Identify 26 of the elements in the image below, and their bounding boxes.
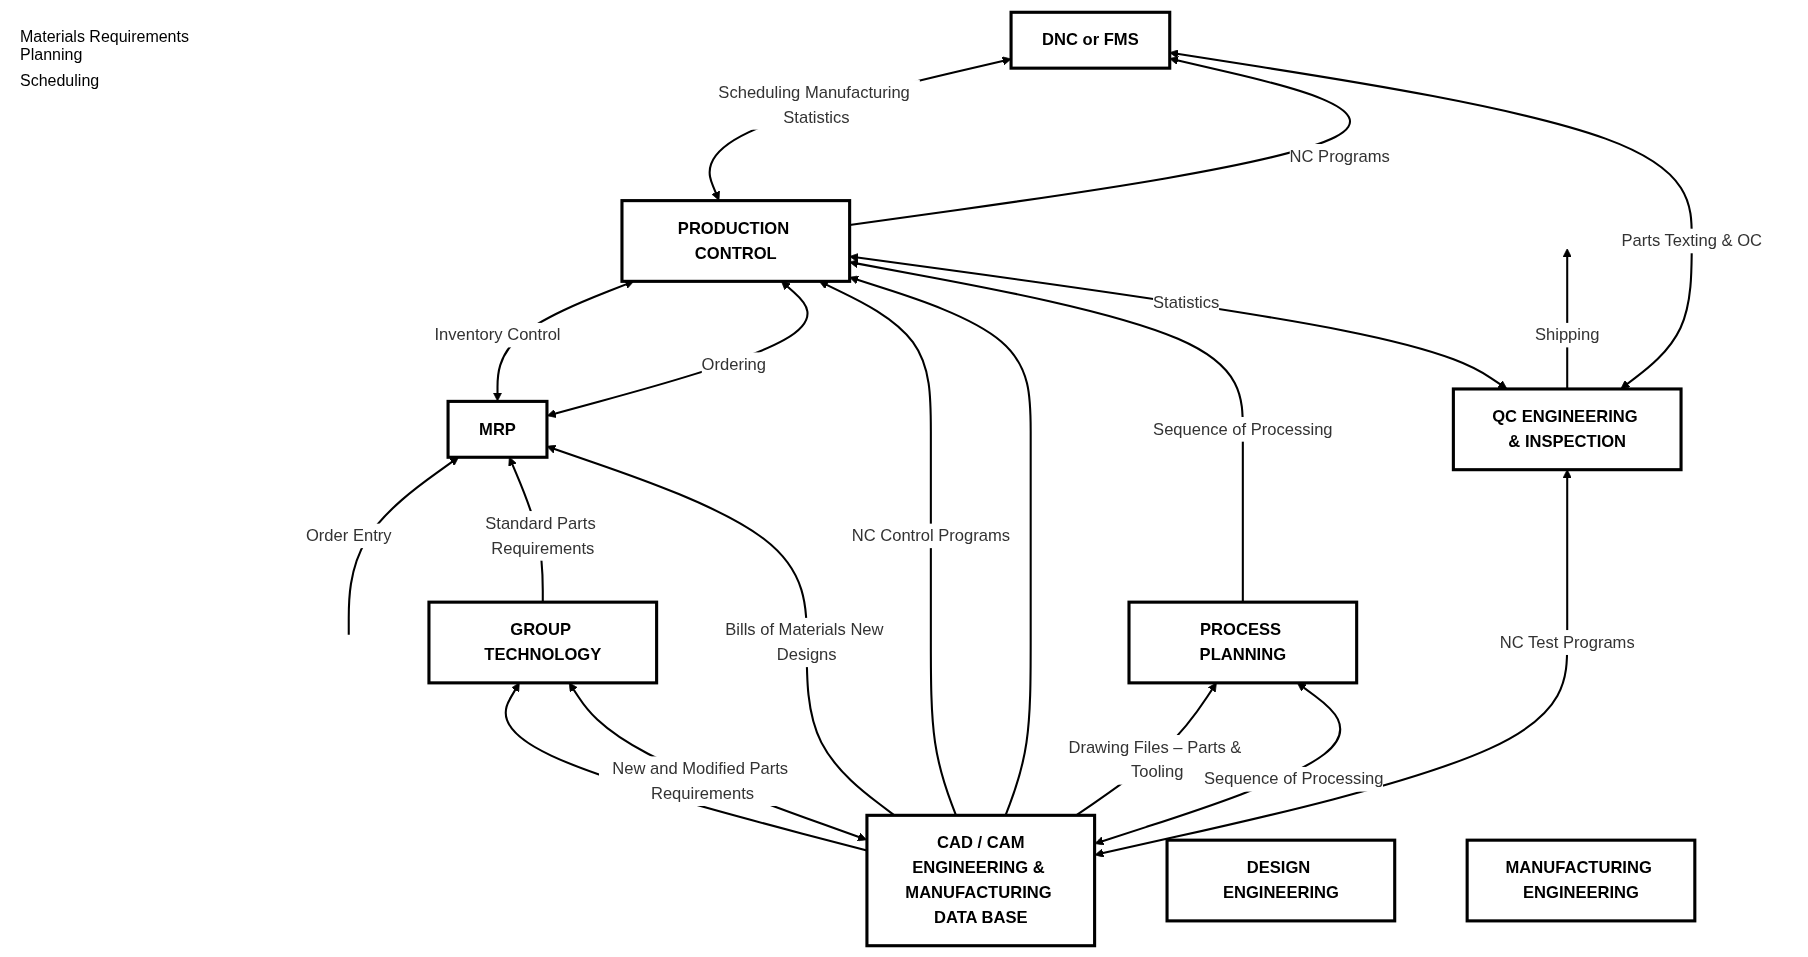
edge-label: Ordering [701, 354, 767, 373]
node-box: MRP [446, 399, 549, 459]
node-box: GROUP TECHNOLOGY [427, 600, 659, 684]
node-box: CAD / CAM ENGINEERING & MANUFACTURING DATA BASE [865, 813, 1097, 947]
note-label: Scheduling [20, 72, 101, 90]
edge-label: NC Programs [1289, 146, 1390, 165]
edge-label: Order Entry [305, 526, 392, 544]
edge-label: NC Test Programs [1499, 632, 1635, 651]
edge-label: Sequence of Processing [1153, 419, 1333, 438]
edge-label: Sequence of Processing [1203, 769, 1384, 788]
edge-label: Standard Parts Requirements [485, 513, 596, 557]
edge-label: Scheduling Manufacturing Statistics [718, 82, 910, 126]
note-label: Materials Requirements Planning [20, 28, 190, 64]
node-box: QC ENGINEERING & INSPECTION [1451, 386, 1683, 471]
edge-label: Inventory Control [434, 325, 561, 343]
edge-label: Bills of Materials New Designs [725, 620, 884, 663]
edge-label: NC Control Programs [851, 526, 1010, 544]
node-box: PROCESS PLANNING [1127, 600, 1359, 684]
node-box: DESIGN ENGINEERING [1165, 838, 1397, 922]
edge-label: New and Modified Parts Requirements [612, 758, 789, 802]
edge-label: Shipping [1534, 325, 1600, 343]
edge-label: Statistics [1153, 292, 1220, 311]
node-box: DNC or FMS [1009, 10, 1172, 70]
node-box: PRODUCTION CONTROL [620, 198, 852, 283]
node-box: MANUFACTURING ENGINEERING [1465, 838, 1697, 922]
edge-label: Parts Texting & OC [1621, 231, 1763, 249]
